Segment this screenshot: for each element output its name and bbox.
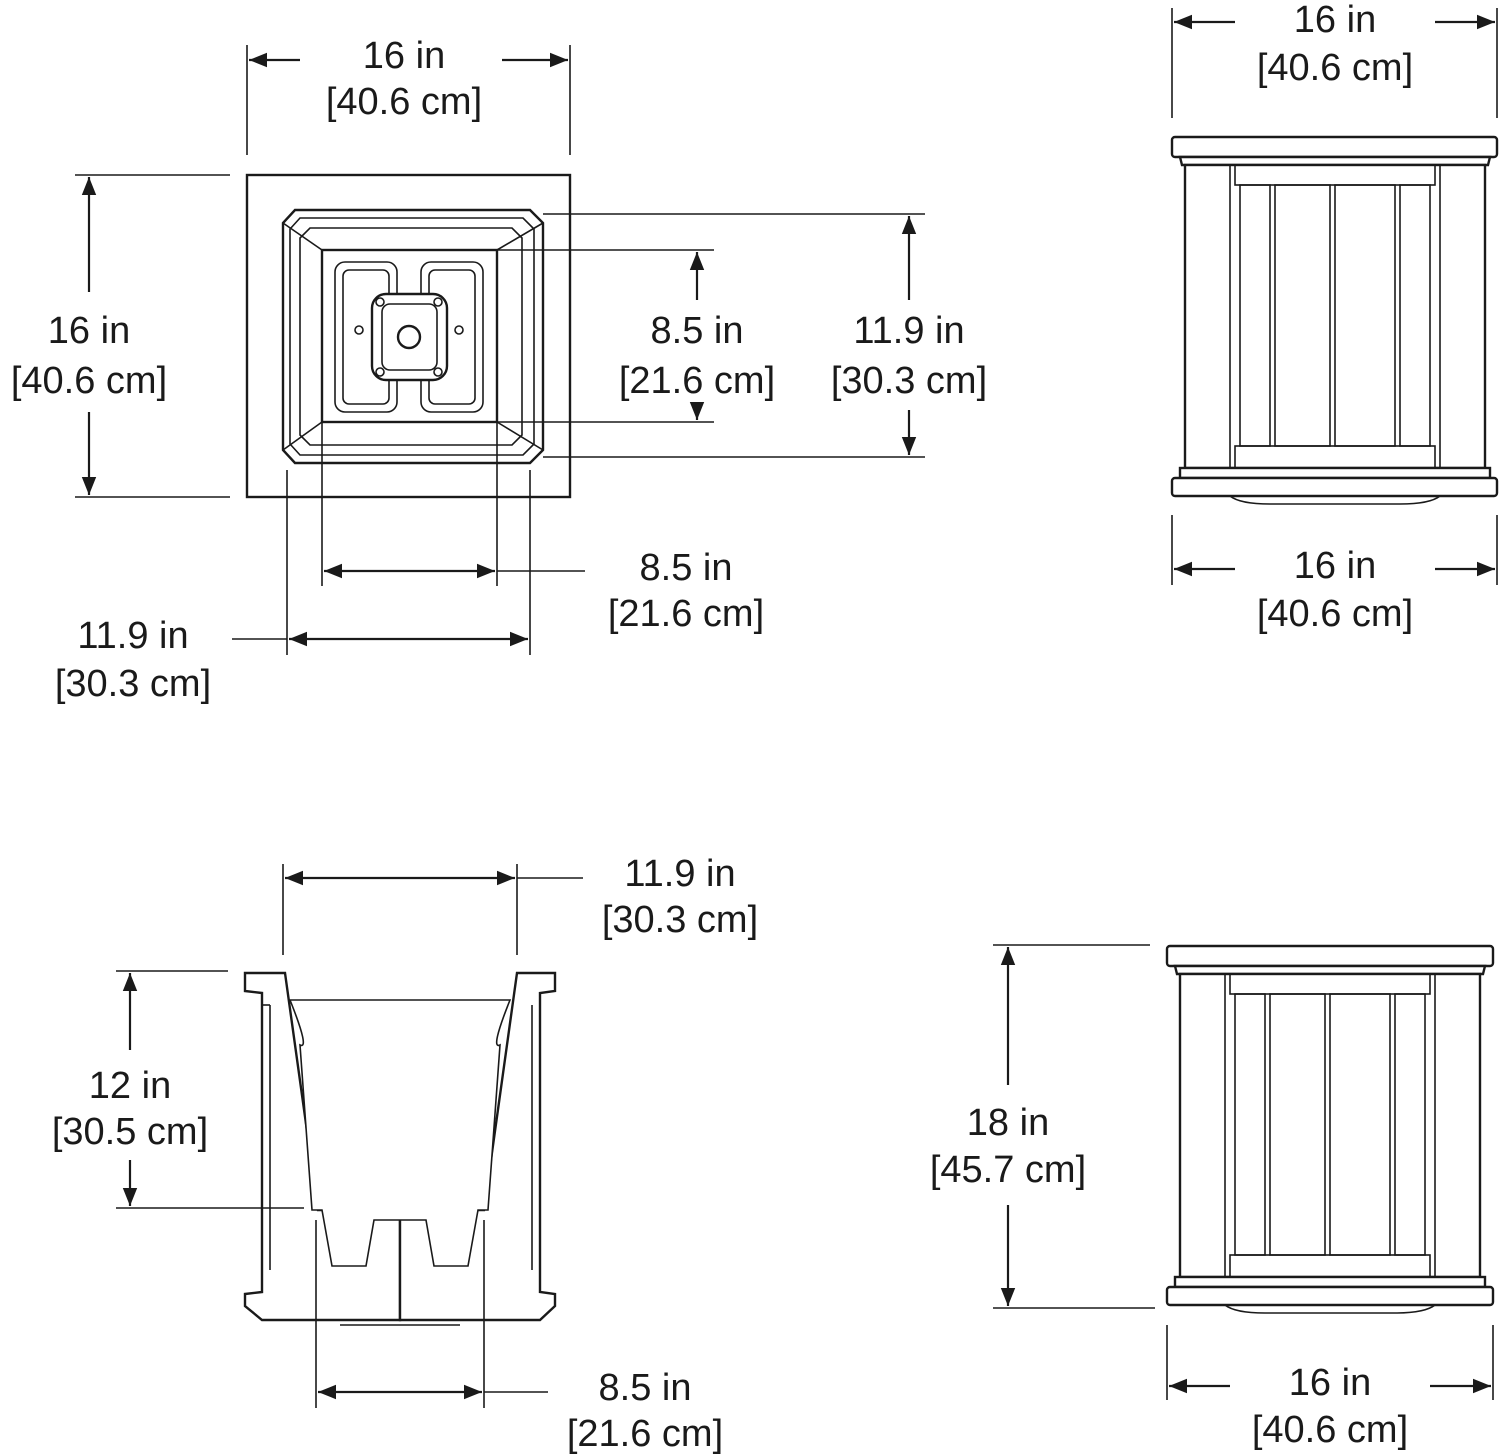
liner-ring-2 — [299, 227, 523, 446]
drain-hole — [396, 324, 422, 350]
screw-hole — [354, 325, 364, 335]
slat — [1399, 184, 1431, 447]
dim-label-in: 16 in — [1294, 0, 1376, 41]
dim-label-in: 8.5 in — [640, 547, 733, 589]
slat — [1334, 184, 1396, 447]
dim-label-in: 8.5 in — [651, 310, 744, 352]
liner-corner-line — [496, 421, 544, 451]
dim-label-in: 12 in — [89, 1065, 171, 1107]
dim-label-cm: [40.6 cm] — [1252, 1409, 1408, 1451]
dim-label-cm: [30.3 cm] — [55, 663, 211, 705]
screw-hole — [433, 297, 443, 307]
liner-cavity — [288, 999, 512, 1267]
screw-hole — [433, 367, 443, 377]
slat — [1394, 993, 1426, 1256]
dim-label-in: 11.9 in — [624, 853, 735, 895]
dim-label-in: 11.9 in — [77, 615, 188, 657]
liner-corner-line — [282, 421, 323, 451]
slat — [1329, 993, 1391, 1256]
dim-label-cm: [21.6 cm] — [567, 1413, 723, 1455]
base-foot — [1224, 1304, 1436, 1314]
liner-corner-line — [282, 222, 323, 251]
slat — [1274, 184, 1331, 447]
planter-cap — [1165, 944, 1495, 968]
dim-label-in: 8.5 in — [599, 1367, 692, 1409]
dim-label-in: 18 in — [967, 1102, 1049, 1144]
screw-hole — [454, 325, 464, 335]
base-foot — [1229, 495, 1441, 505]
screw-hole — [375, 297, 385, 307]
screw-hole — [375, 367, 385, 377]
planter-cap — [1170, 135, 1499, 159]
cap-underside — [1173, 964, 1487, 976]
dim-label-in: 16 in — [1294, 545, 1376, 587]
slat — [1269, 993, 1326, 1256]
front-view-bottom: 18 in [45.7 cm] 16 in [40.6 cm] — [930, 944, 1495, 1451]
front-view-top: 16 in [40.6 cm] 16 in [40.6 cm] — [1170, 0, 1499, 635]
dim-label-cm: [30.3 cm] — [831, 360, 987, 402]
dim-label-cm: [40.6 cm] — [1257, 593, 1413, 635]
dim-label-cm: [40.6 cm] — [11, 360, 167, 402]
dim-label-cm: [40.6 cm] — [1257, 47, 1413, 89]
dim-label-in: 11.9 in — [853, 310, 964, 352]
dim-label-cm: [30.5 cm] — [52, 1111, 208, 1153]
dim-label-cm: [21.6 cm] — [608, 593, 764, 635]
liner-ring-1 — [289, 217, 535, 456]
base-trim — [1178, 466, 1492, 480]
dim-label-in: 16 in — [1289, 1362, 1371, 1404]
top-view: 16 in [40.6 cm] 16 in [40.6 cm] 11.9 in … — [11, 35, 987, 705]
cap-underside — [1178, 155, 1492, 167]
base-trim — [1173, 1275, 1487, 1289]
dim-label-cm: [30.3 cm] — [602, 899, 758, 941]
dim-label-cm: [45.7 cm] — [930, 1149, 1086, 1191]
dim-label-cm: [21.6 cm] — [619, 360, 775, 402]
dim-label-in: 16 in — [363, 35, 445, 77]
planter-base — [1170, 476, 1499, 498]
planter-base — [1165, 1285, 1495, 1307]
liner-corner-line — [496, 222, 544, 251]
dim-label-in: 16 in — [48, 310, 130, 352]
slat — [1234, 993, 1266, 1256]
liner-center-bridge-inner — [381, 303, 438, 371]
slat — [1239, 184, 1271, 447]
section-view: 11.9 in [30.3 cm] 12 in [30.5 cm] 8.5 in… — [52, 853, 758, 1455]
dim-label-cm: [40.6 cm] — [326, 81, 482, 123]
